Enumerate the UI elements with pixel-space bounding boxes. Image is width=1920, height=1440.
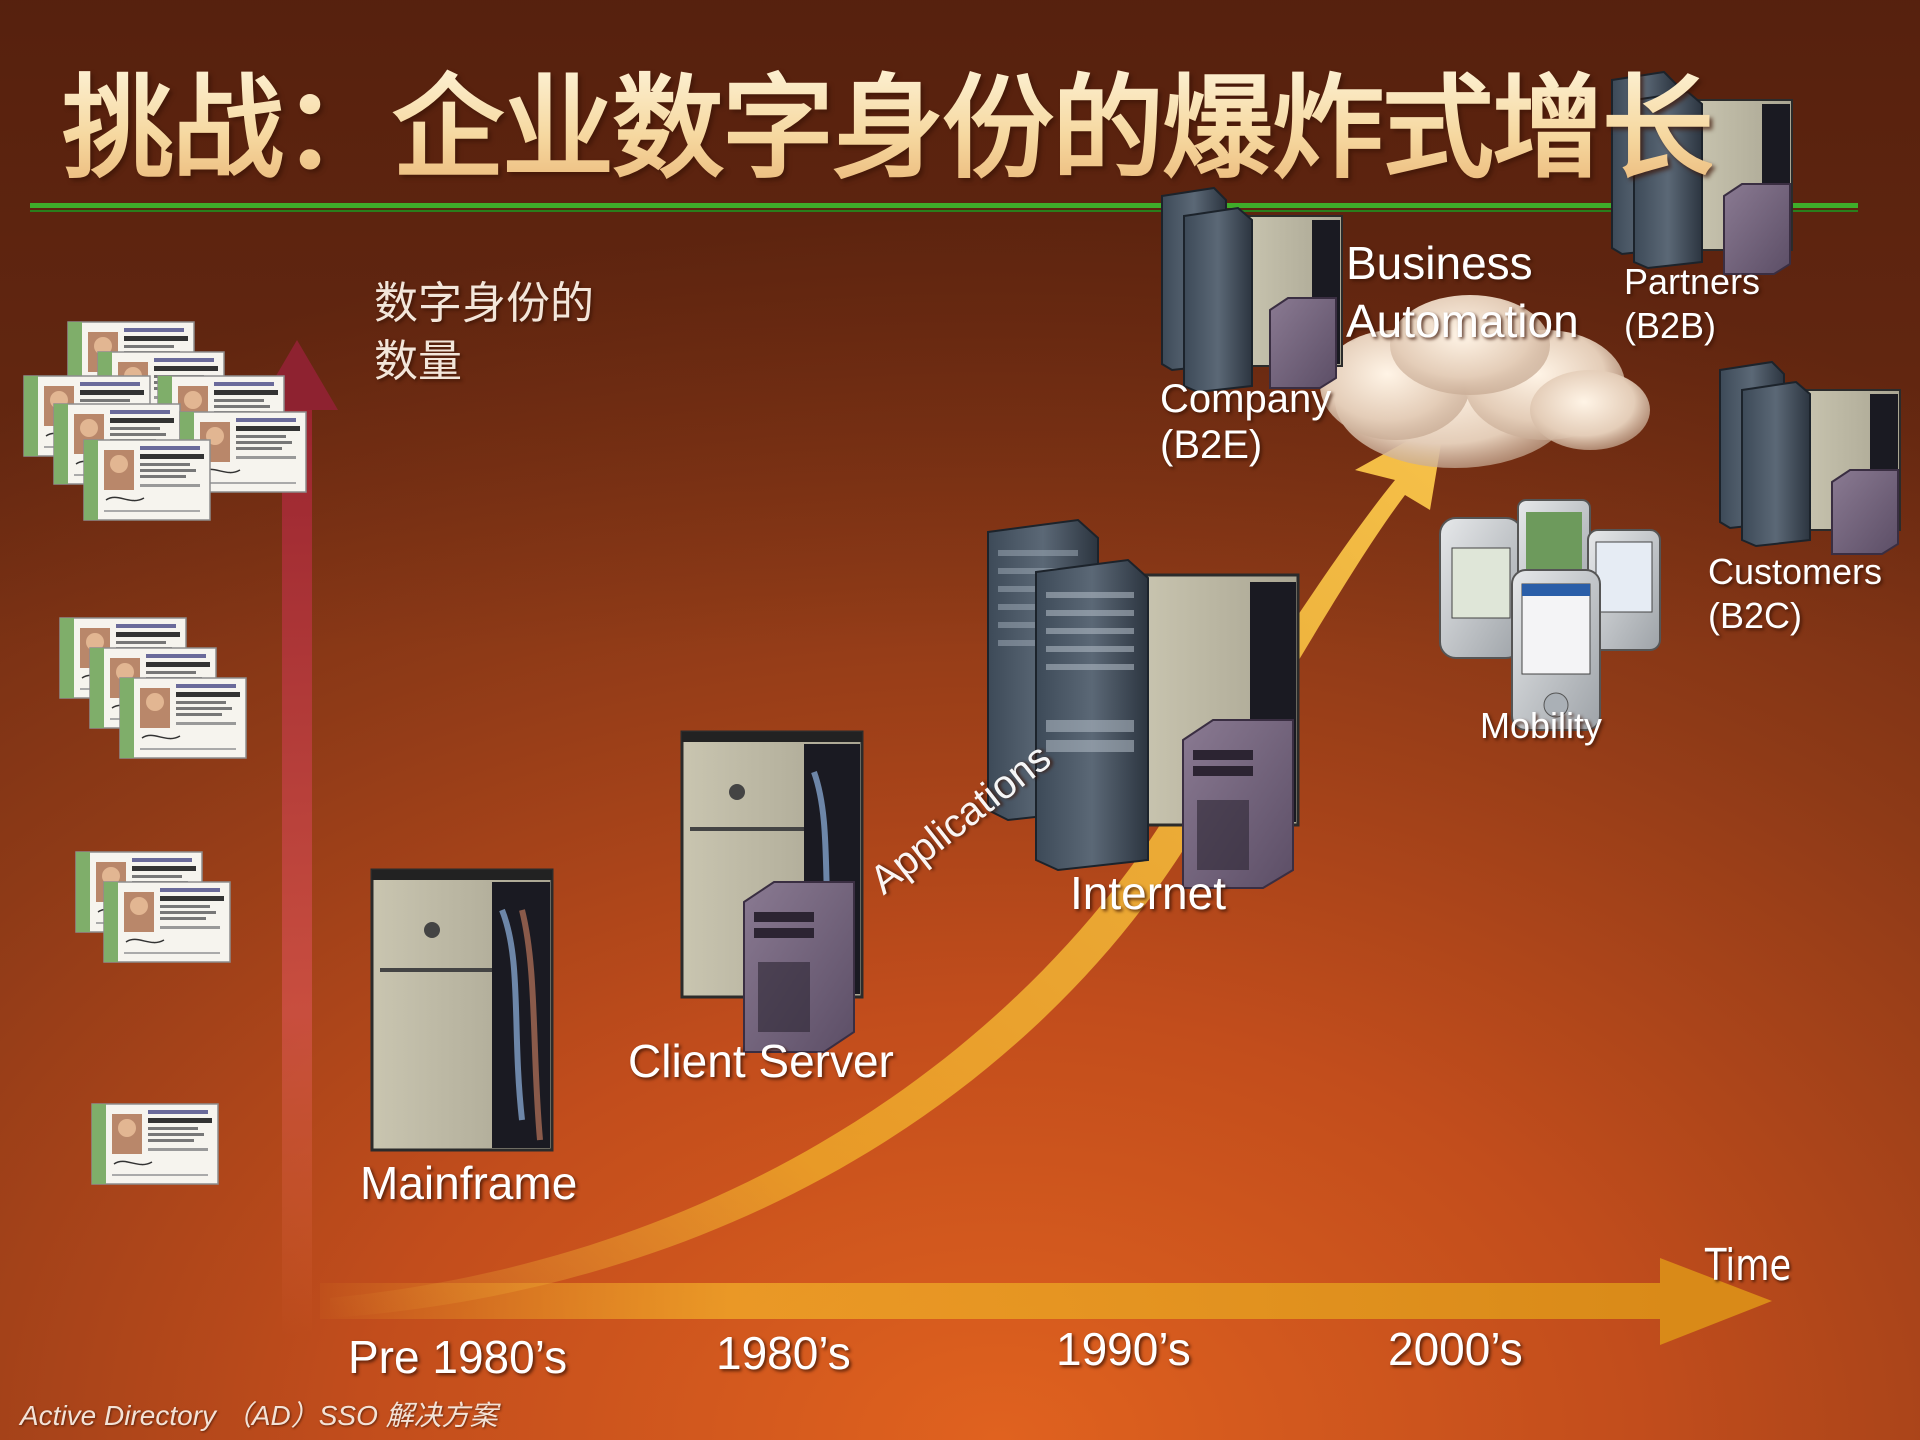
stage-client-server-label: Client Server [628, 1035, 894, 1087]
era-1990s: 1990’s [1056, 1323, 1191, 1375]
internet-servers [987, 518, 1300, 889]
segment-company-label: Company (B2E) [1160, 377, 1332, 467]
stage-mainframe-label: Mainframe [360, 1157, 578, 1209]
stage-internet-label: Internet [1070, 867, 1226, 919]
identity-axis-arrow [256, 340, 338, 1335]
footer-text: Active Directory （AD）SSO 解决方案 [20, 1400, 498, 1431]
mobile-devices [1439, 499, 1661, 731]
era-2000s: 2000’s [1388, 1323, 1523, 1375]
id-card-stack-medium [59, 617, 247, 759]
applications-growth-curve [330, 420, 1445, 1318]
page-title: 挑战：企业数字身份的爆炸式增长 [62, 38, 1714, 200]
title-rule [30, 203, 1858, 212]
segment-mobility-label: Mobility [1480, 705, 1603, 746]
client-server-machines [680, 730, 864, 1053]
partner-servers [1611, 70, 1793, 275]
id-card-stack-small [75, 851, 231, 963]
company-servers [1161, 186, 1343, 394]
era-1980s: 1980’s [716, 1327, 851, 1379]
cloud [1320, 295, 1650, 468]
identity-count-axis-label: 数字身份的数量 [374, 278, 594, 387]
era-pre-1980s: Pre 1980’s [348, 1331, 568, 1383]
stage-business-automation-label: Business Automation [1346, 237, 1579, 347]
mainframe-server [370, 868, 554, 1152]
segment-customers-label: Customers (B2C) [1708, 551, 1883, 636]
id-card-stack-large [23, 321, 307, 521]
time-axis-arrow [320, 1258, 1772, 1345]
segment-partners-label: Partners (B2B) [1624, 261, 1761, 346]
id-card-single [91, 1103, 219, 1185]
customer-servers [1719, 360, 1901, 555]
time-axis-label: Time [1705, 1240, 1792, 1291]
